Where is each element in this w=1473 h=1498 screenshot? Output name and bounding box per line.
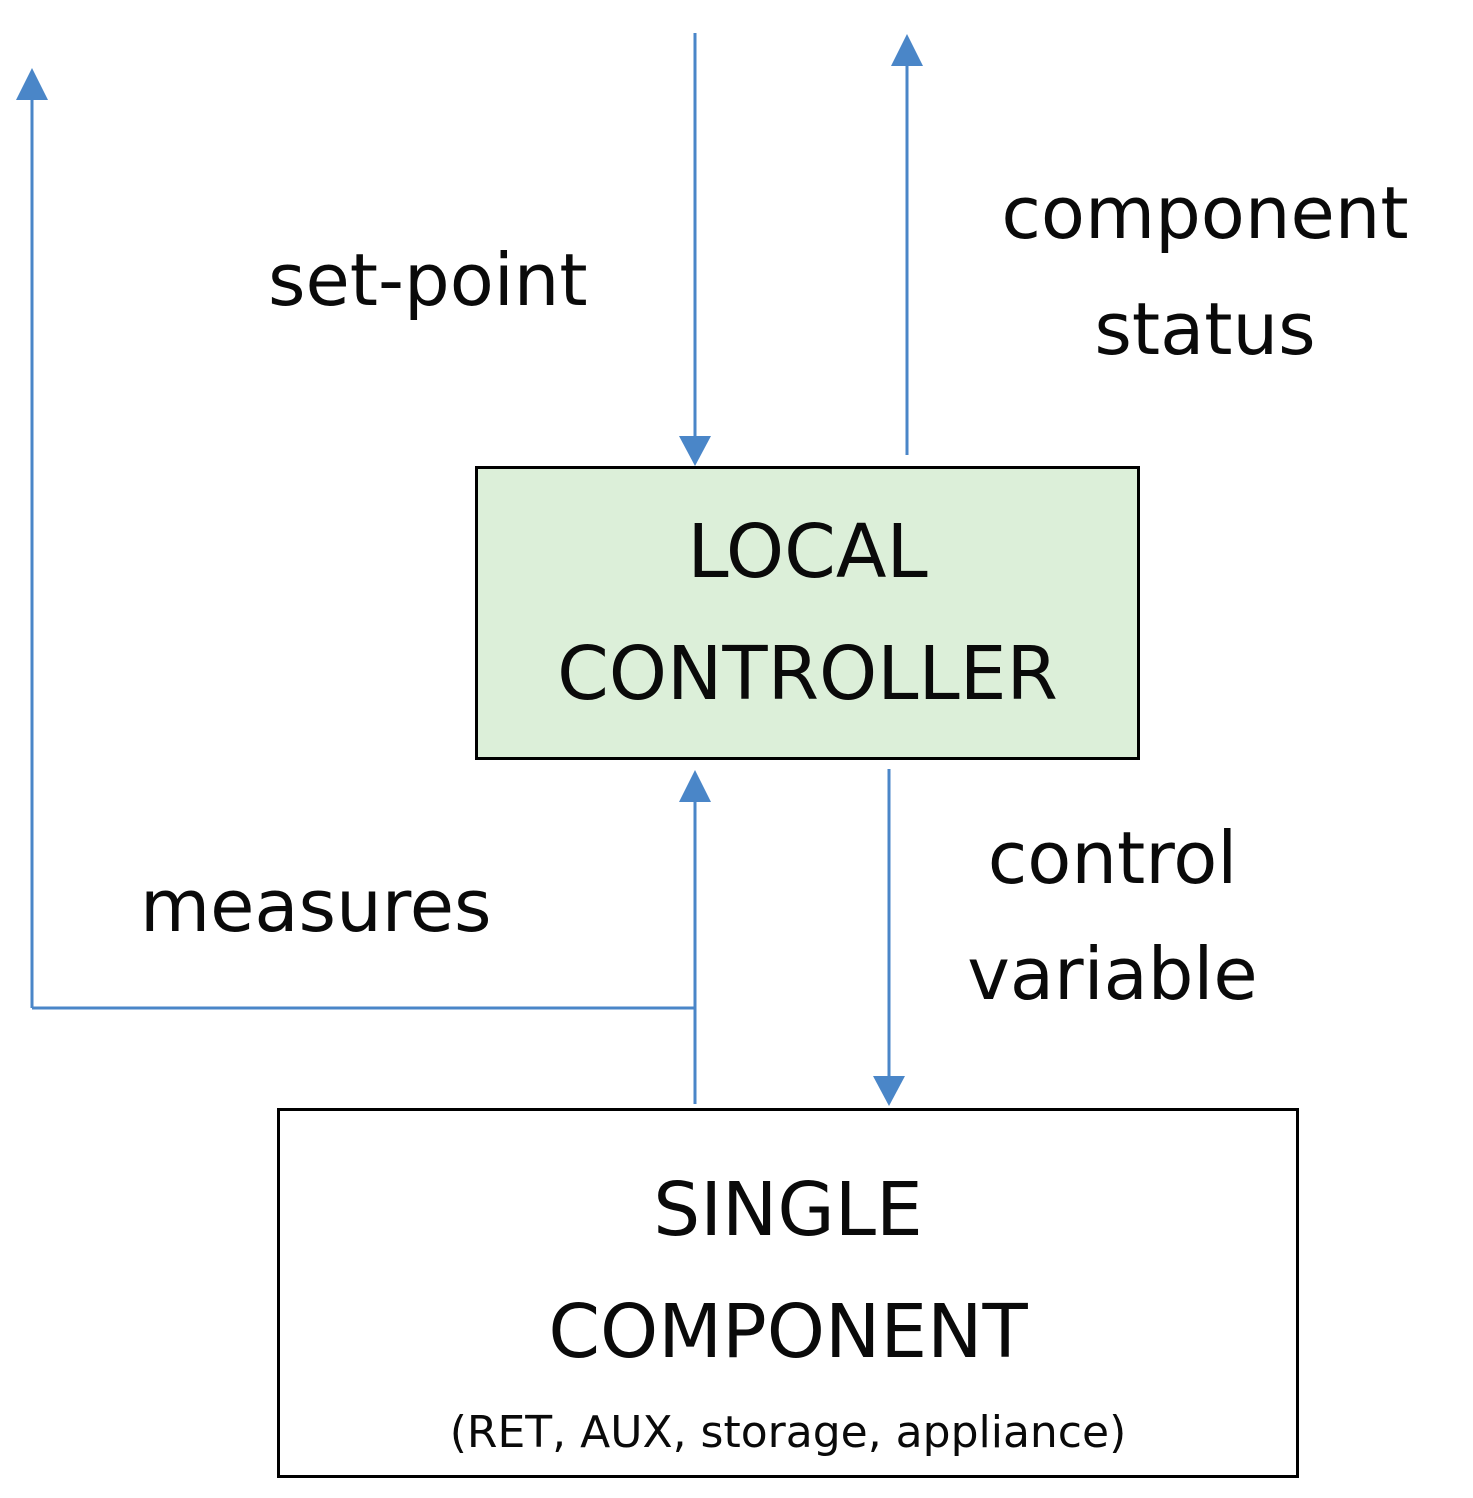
local-controller-title-line2: CONTROLLER xyxy=(557,631,1058,717)
measures-branch-head xyxy=(16,68,48,100)
setpoint-arrow-head xyxy=(679,436,711,466)
component-status-label: component status xyxy=(955,155,1455,387)
control-variable-arrow xyxy=(873,769,905,1106)
single-component-box: SINGLE COMPONENT (RET, AUX, storage, app… xyxy=(277,1108,1299,1478)
measures-label: measures xyxy=(140,864,492,948)
control-variable-label: control variable xyxy=(935,800,1290,1032)
component-status-label-line2: status xyxy=(1094,287,1316,371)
single-component-title-line2: COMPONENT xyxy=(548,1289,1028,1375)
status-arrow-head xyxy=(891,34,923,66)
measures-arrow-head xyxy=(679,770,711,802)
status-arrow xyxy=(891,34,923,455)
measures-arrow xyxy=(16,68,711,1104)
control-variable-arrow-head xyxy=(873,1076,905,1106)
control-variable-label-line2: variable xyxy=(967,932,1258,1016)
setpoint-arrow xyxy=(679,33,711,466)
component-status-label-line1: component xyxy=(1001,171,1409,255)
single-component-title-line1: SINGLE xyxy=(653,1167,923,1253)
single-component-subtitle: (RET, AUX, storage, appliance) xyxy=(449,1407,1127,1458)
local-controller-title-line1: LOCAL xyxy=(687,509,928,595)
setpoint-label: set-point xyxy=(268,238,588,322)
control-variable-label-line1: control xyxy=(987,816,1238,900)
local-controller-box: LOCAL CONTROLLER xyxy=(475,466,1140,760)
